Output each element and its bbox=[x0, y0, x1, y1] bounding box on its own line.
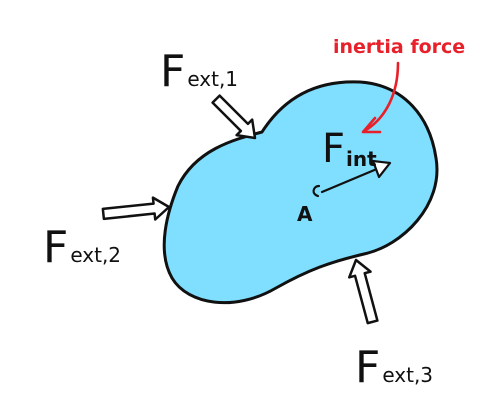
force-ext2-sub: ext,2 bbox=[70, 243, 121, 267]
force-ext1-arrow-icon bbox=[211, 94, 257, 140]
inertia-force-annotation: inertia force bbox=[333, 36, 465, 58]
force-int-sub: int bbox=[346, 147, 377, 171]
force-ext2-base: F bbox=[43, 222, 68, 273]
rigid-body-blob bbox=[162, 80, 439, 305]
force-ext3-sub: ext,3 bbox=[382, 363, 433, 387]
force-ext2-arrow-icon bbox=[101, 196, 171, 221]
point-marker-icon bbox=[312, 184, 321, 198]
force-ext3-arrow-icon bbox=[348, 258, 379, 325]
force-int-label: Fint bbox=[322, 126, 377, 172]
force-int-base: F bbox=[322, 126, 345, 172]
force-ext1-sub: ext,1 bbox=[187, 67, 238, 91]
curved-arrow-icon bbox=[361, 61, 400, 134]
force-ext3-base: F bbox=[355, 342, 380, 393]
force-ext1-base: F bbox=[160, 46, 185, 97]
inertia-force-arrow-icon bbox=[320, 159, 392, 194]
point-label: A bbox=[297, 202, 313, 226]
